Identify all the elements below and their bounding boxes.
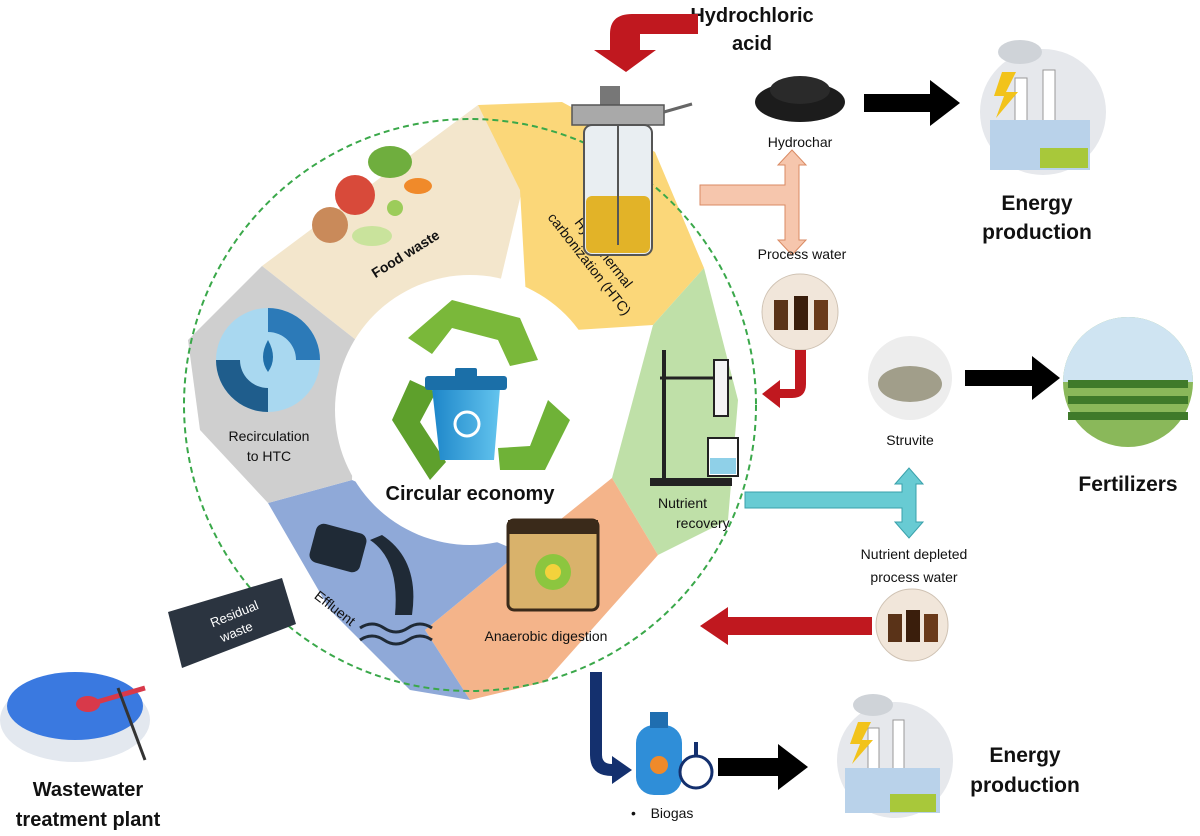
htc-split-arrow [699, 149, 808, 256]
recycle-icon [392, 300, 570, 480]
biogas-bullet: • [631, 805, 636, 821]
biogas-cylinder-icon [636, 712, 714, 795]
fertilizer-field-icon [1063, 317, 1193, 447]
biogas-label: Biogas [651, 805, 694, 821]
energy-top-label-line2: production [982, 221, 1092, 244]
residual-waste-arrow [168, 578, 296, 668]
recirculation-label-line2: to HTC [247, 448, 291, 464]
food-waste-icon [312, 146, 432, 246]
energy-bottom-icon [837, 694, 953, 818]
wwtp-label-line2: treatment plant [16, 809, 161, 831]
anaerobic-label: Anaerobic digestion [485, 628, 608, 644]
hydrochar-label: Hydrochar [768, 134, 833, 150]
struvite-icon [868, 336, 952, 420]
digestion-to-biogas-arrow [590, 672, 632, 784]
energy-bottom-label-line1: Energy [989, 744, 1061, 767]
recirculation-icon [216, 308, 320, 412]
process-water-to-nutrient-arrow [762, 350, 806, 408]
energy-top-icon [980, 40, 1106, 175]
energy-top-label-line1: Energy [1001, 192, 1073, 215]
center-label: Circular economy [386, 483, 556, 505]
wwtp-label-line1: Wastewater [33, 779, 144, 801]
acid-label-line2: acid [732, 33, 772, 55]
hydrochar-to-energy-arrow [864, 80, 960, 126]
htc-reactor-icon [571, 86, 693, 256]
wwtp-icon [0, 672, 150, 762]
ring-border [183, 118, 757, 692]
nutrient-split-arrow [744, 467, 925, 539]
depleted-to-digestion-arrow [700, 607, 872, 645]
acid-arrow [594, 14, 698, 72]
recirculation-label-line1: Recirculation [229, 428, 310, 444]
depleted-water-icon [875, 588, 949, 662]
process-water-label: Process water [758, 246, 847, 262]
effluent-pipe-icon [309, 523, 433, 646]
lab-setup-icon [650, 350, 739, 486]
energy-bottom-label-line2: production [970, 774, 1080, 797]
nutrient-label-line2: recovery [676, 515, 730, 531]
acid-label-line1: Hydrochloric [690, 5, 813, 27]
process-water-icon [761, 273, 839, 351]
depleted-label-line2: process water [870, 569, 957, 585]
biogas-to-energy-arrow [718, 744, 808, 790]
struvite-label: Struvite [886, 432, 934, 448]
depleted-label-line1: Nutrient depleted [861, 546, 968, 562]
nutrient-label-line1: Nutrient [658, 495, 707, 511]
struvite-to-fertilizer-arrow [965, 356, 1060, 400]
digester-icon [506, 518, 600, 612]
fertilizers-label: Fertilizers [1078, 473, 1177, 496]
hydrochar-icon [755, 76, 845, 122]
